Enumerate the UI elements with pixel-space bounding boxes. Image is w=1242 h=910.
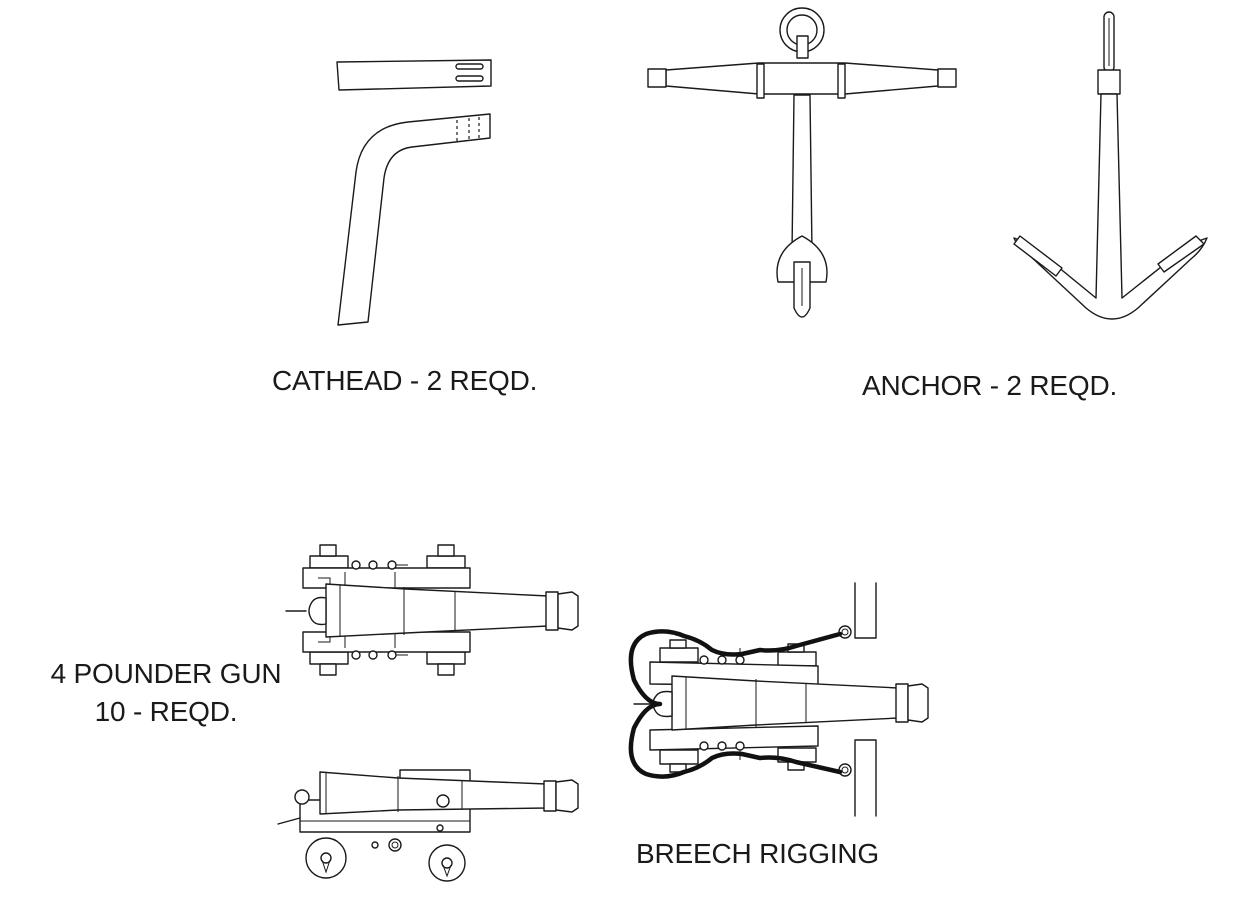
cathead-caption: CATHEAD - 2 REQD. <box>272 365 538 396</box>
gun-caption-line2: 10 - REQD. <box>94 696 238 727</box>
gun-caption-line1: 4 POUNDER GUN <box>50 658 282 689</box>
cathead-side-view <box>337 113 491 326</box>
anchor-front-view <box>647 7 957 318</box>
cathead-top-view <box>336 59 492 91</box>
gun-top-view <box>285 544 579 676</box>
gun-side-view <box>277 769 579 882</box>
anchor-caption: ANCHOR - 2 REQD. <box>862 370 1118 401</box>
anchor-side-view <box>1013 11 1208 320</box>
breech-rigging-caption: BREECH RIGGING <box>636 838 880 869</box>
breech-rigging-view <box>628 582 929 817</box>
